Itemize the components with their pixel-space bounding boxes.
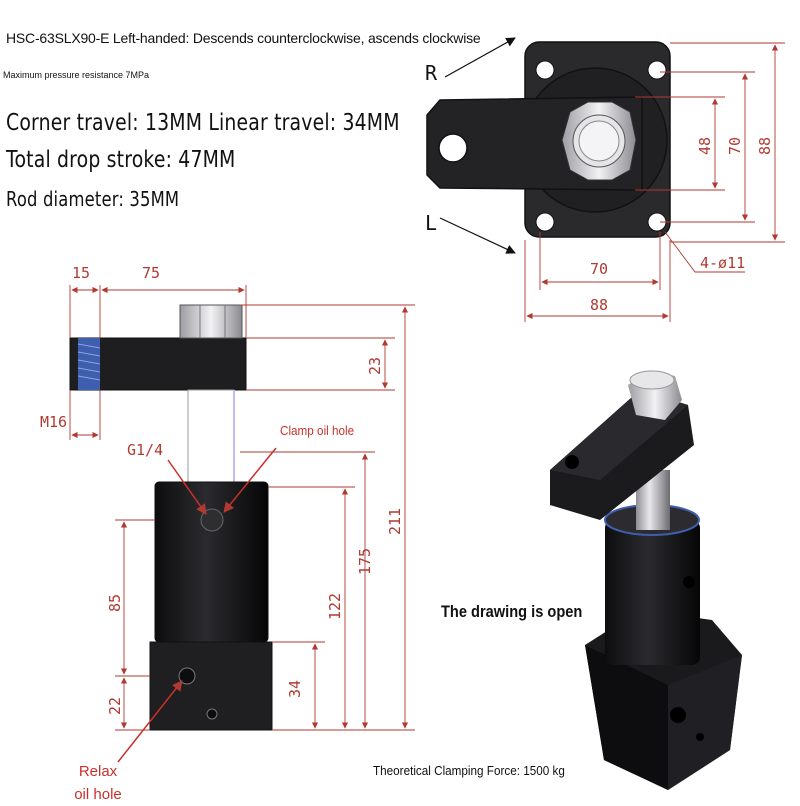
dim-mount-holes: 4-ø11 [700,254,745,272]
side-view [69,285,415,763]
dim-34: 34 [286,680,304,698]
spec-drop: Total drop stroke: 47MM [6,147,236,173]
dim-48: 48 [696,137,714,155]
drawing-open-label: The drawing is open [441,602,583,621]
dim-122: 122 [326,593,344,620]
spec-rod: Rod diameter: 35MM [6,187,180,211]
dim-15: 15 [72,264,90,282]
dim-88-vertical: 88 [756,137,774,155]
thread-m16: M16 [40,413,67,431]
top-view [426,37,785,322]
clamping-force-label: Theoretical Clamping Force: 1500 kg [373,763,565,778]
isometric-render [550,370,742,790]
dim-23: 23 [366,357,384,375]
port-g14: G1/4 [127,441,163,459]
pressure-note: Maximum pressure resistance 7MPa [3,70,150,80]
spec-travel: Corner travel: 13MM Linear travel: 34MM [6,110,400,136]
relax-oil-hole-label: Relax oil hole [74,763,122,803]
dim-211: 211 [386,508,404,535]
rotation-right-label: R [425,61,438,85]
dim-70-horizontal: 70 [590,260,608,278]
dim-85: 85 [106,594,124,612]
product-title: HSC-63SLX90-E Left-handed: Descends coun… [6,30,481,46]
clamp-oil-hole-label: Clamp oil hole [280,423,355,438]
rotation-left-label: L [425,211,437,235]
dim-70-vertical: 70 [726,137,744,155]
dim-175: 175 [356,548,374,575]
dim-22: 22 [106,697,124,715]
dim-75: 75 [142,264,160,282]
dim-88-horizontal: 88 [590,296,608,314]
